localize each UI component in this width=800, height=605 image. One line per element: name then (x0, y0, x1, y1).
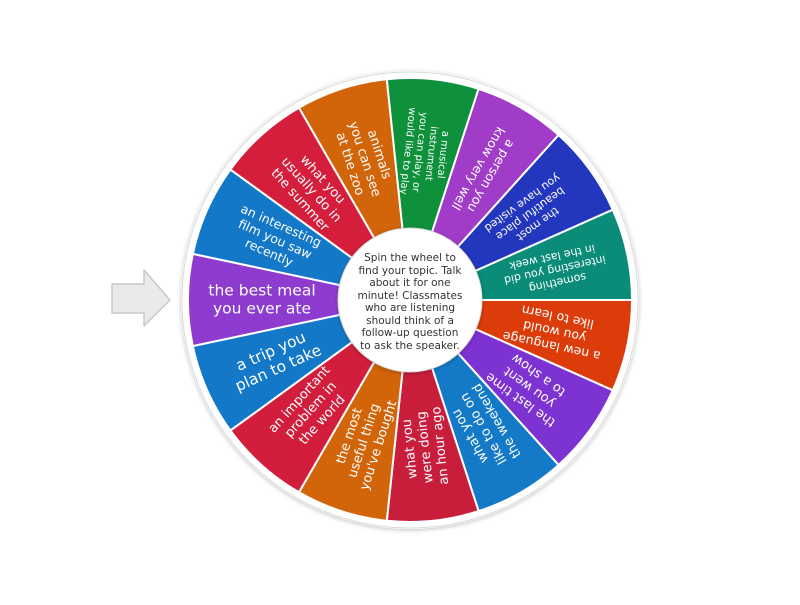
segment-label-line: were doing (414, 411, 436, 484)
wheel-segments (187, 77, 634, 523)
arrow-right-icon (111, 269, 171, 327)
wheel-hub[interactable] (337, 227, 483, 373)
segment-label-line: a musical (435, 130, 451, 179)
segment-label-line: you ever ate (213, 300, 311, 318)
wheel-instructions: Spin the wheel to find your topic. Talk … (357, 252, 463, 352)
segment-label-line: the best meal (208, 281, 315, 299)
segment-label-line: what you (400, 418, 421, 479)
wheel-outer-border (181, 71, 639, 529)
